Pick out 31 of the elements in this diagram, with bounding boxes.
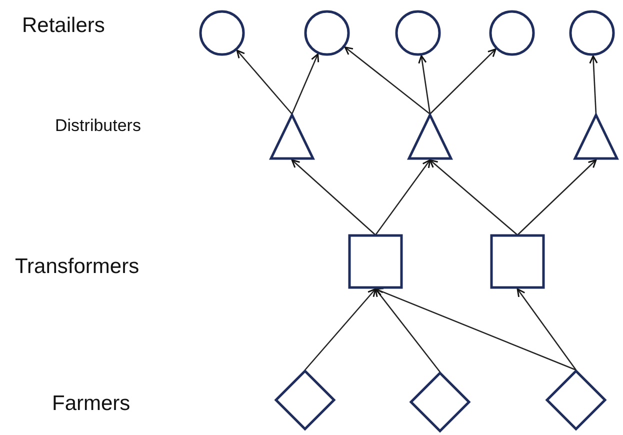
triangle-shape bbox=[407, 113, 453, 160]
arrow bbox=[429, 159, 518, 236]
row-label: Retailers bbox=[22, 14, 105, 38]
box-shape bbox=[490, 234, 545, 289]
row-label: Farmers bbox=[52, 392, 130, 416]
triangle-shape bbox=[269, 113, 315, 160]
circle-shape bbox=[304, 10, 350, 56]
arrow bbox=[304, 288, 376, 370]
arrow bbox=[589, 55, 598, 114]
arrow bbox=[291, 53, 320, 114]
arrow bbox=[418, 55, 431, 114]
arrow bbox=[430, 48, 496, 114]
diamond-shape bbox=[274, 369, 336, 431]
circle-shape bbox=[395, 10, 441, 56]
row-label: Transformers bbox=[15, 255, 140, 279]
arrow bbox=[291, 159, 376, 236]
box-shape bbox=[348, 234, 403, 289]
circle-shape bbox=[569, 10, 615, 56]
arrow bbox=[517, 159, 597, 236]
circle-shape bbox=[489, 10, 535, 56]
triangle-shape bbox=[573, 113, 619, 160]
arrow bbox=[374, 288, 441, 372]
arrow bbox=[374, 159, 431, 236]
diamond-shape bbox=[545, 369, 607, 431]
arrow bbox=[516, 288, 577, 370]
arrow bbox=[374, 288, 576, 371]
row-label: Distributers bbox=[55, 116, 141, 136]
diamond-shape bbox=[409, 371, 471, 433]
arrow bbox=[236, 50, 292, 114]
arrow bbox=[344, 46, 430, 115]
circle-shape bbox=[199, 10, 245, 56]
